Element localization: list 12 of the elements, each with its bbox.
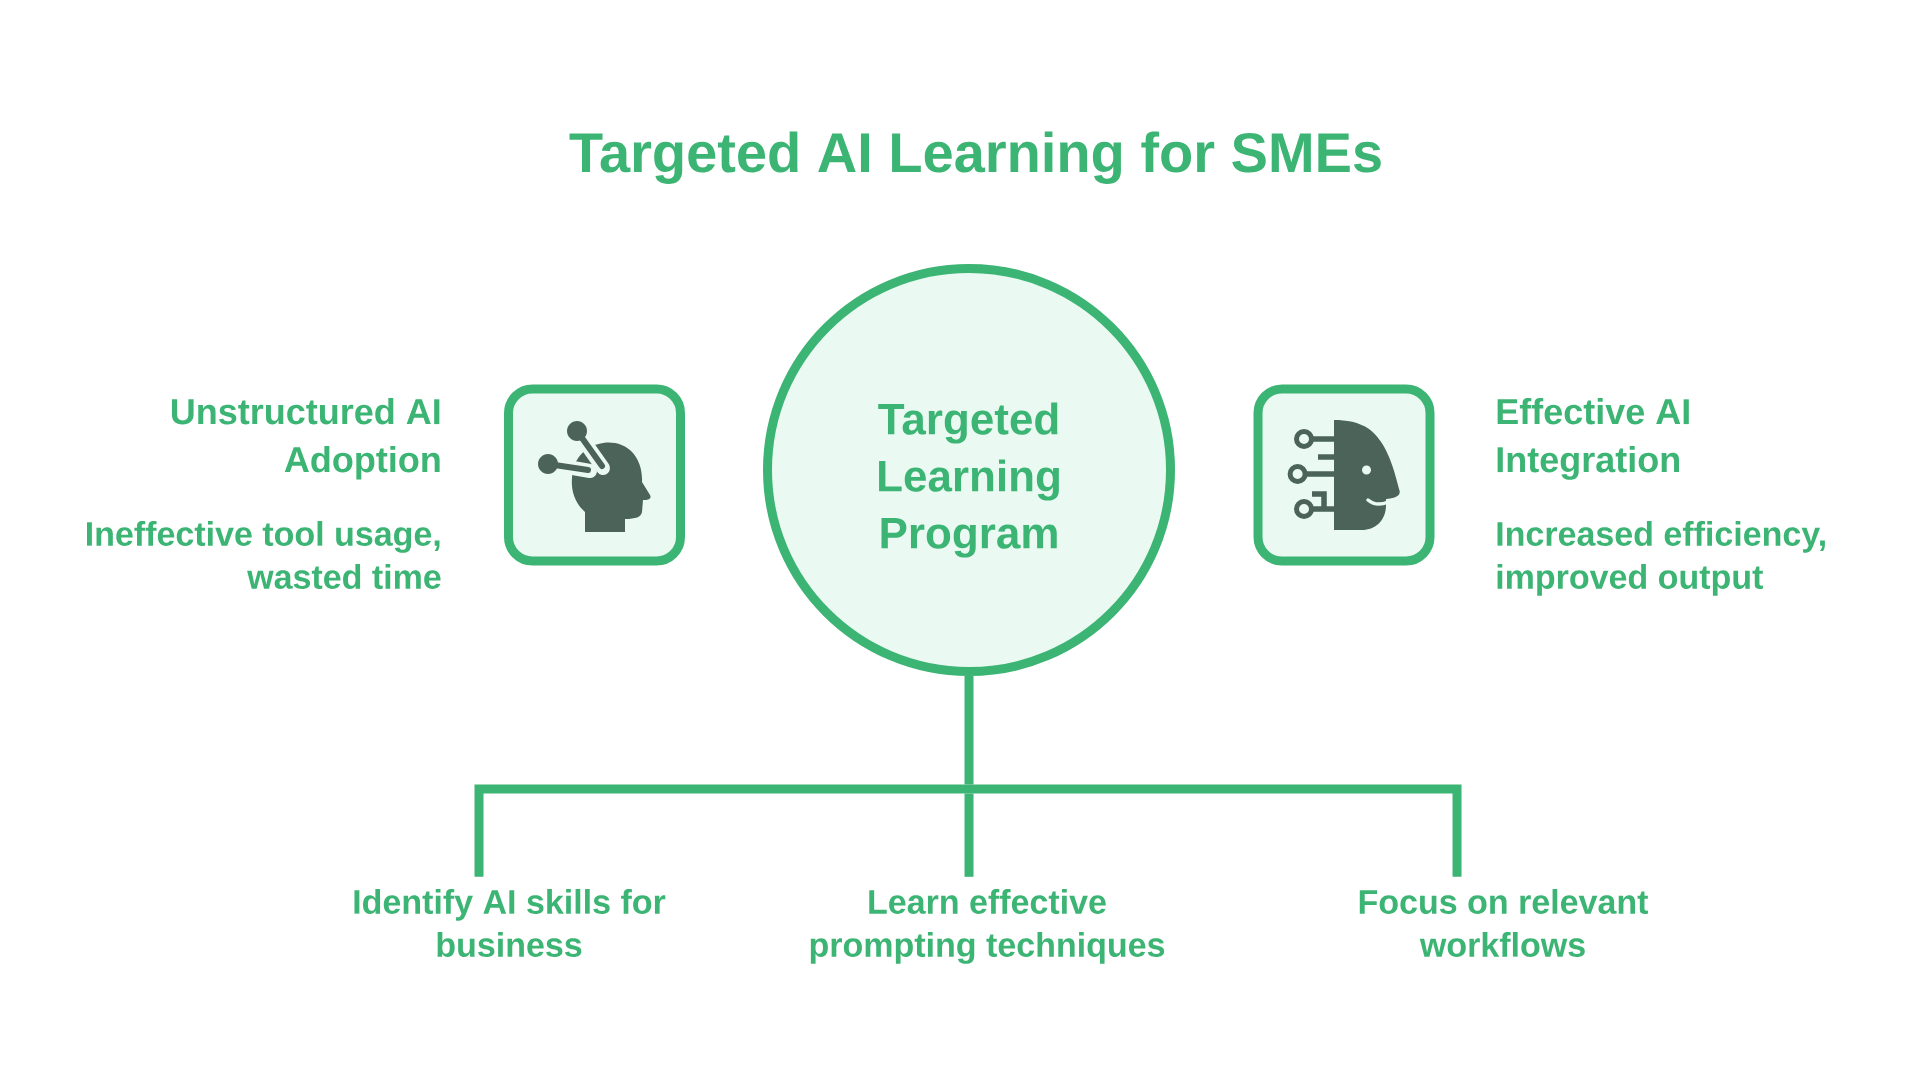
connector-line bbox=[964, 793, 974, 877]
side-heading: Unstructured AI Adoption bbox=[171, 398, 440, 480]
step-text: Learn effective prompting techniques bbox=[810, 889, 1165, 964]
side-heading: Effective AI Integration bbox=[1497, 398, 1689, 480]
title: Targeted AI Learning for SMEs bbox=[569, 131, 1381, 184]
connector-line bbox=[474, 784, 969, 877]
step-text: Focus on relevant workflows bbox=[1359, 889, 1649, 957]
side-text: Ineffective tool usage, wasted time bbox=[87, 521, 441, 589]
side-text: Increased efficiency, improved output bbox=[1497, 521, 1825, 596]
connector-line bbox=[964, 676, 974, 785]
step-text: Identify AI skills for business bbox=[354, 889, 666, 957]
connector-line bbox=[969, 784, 1462, 877]
